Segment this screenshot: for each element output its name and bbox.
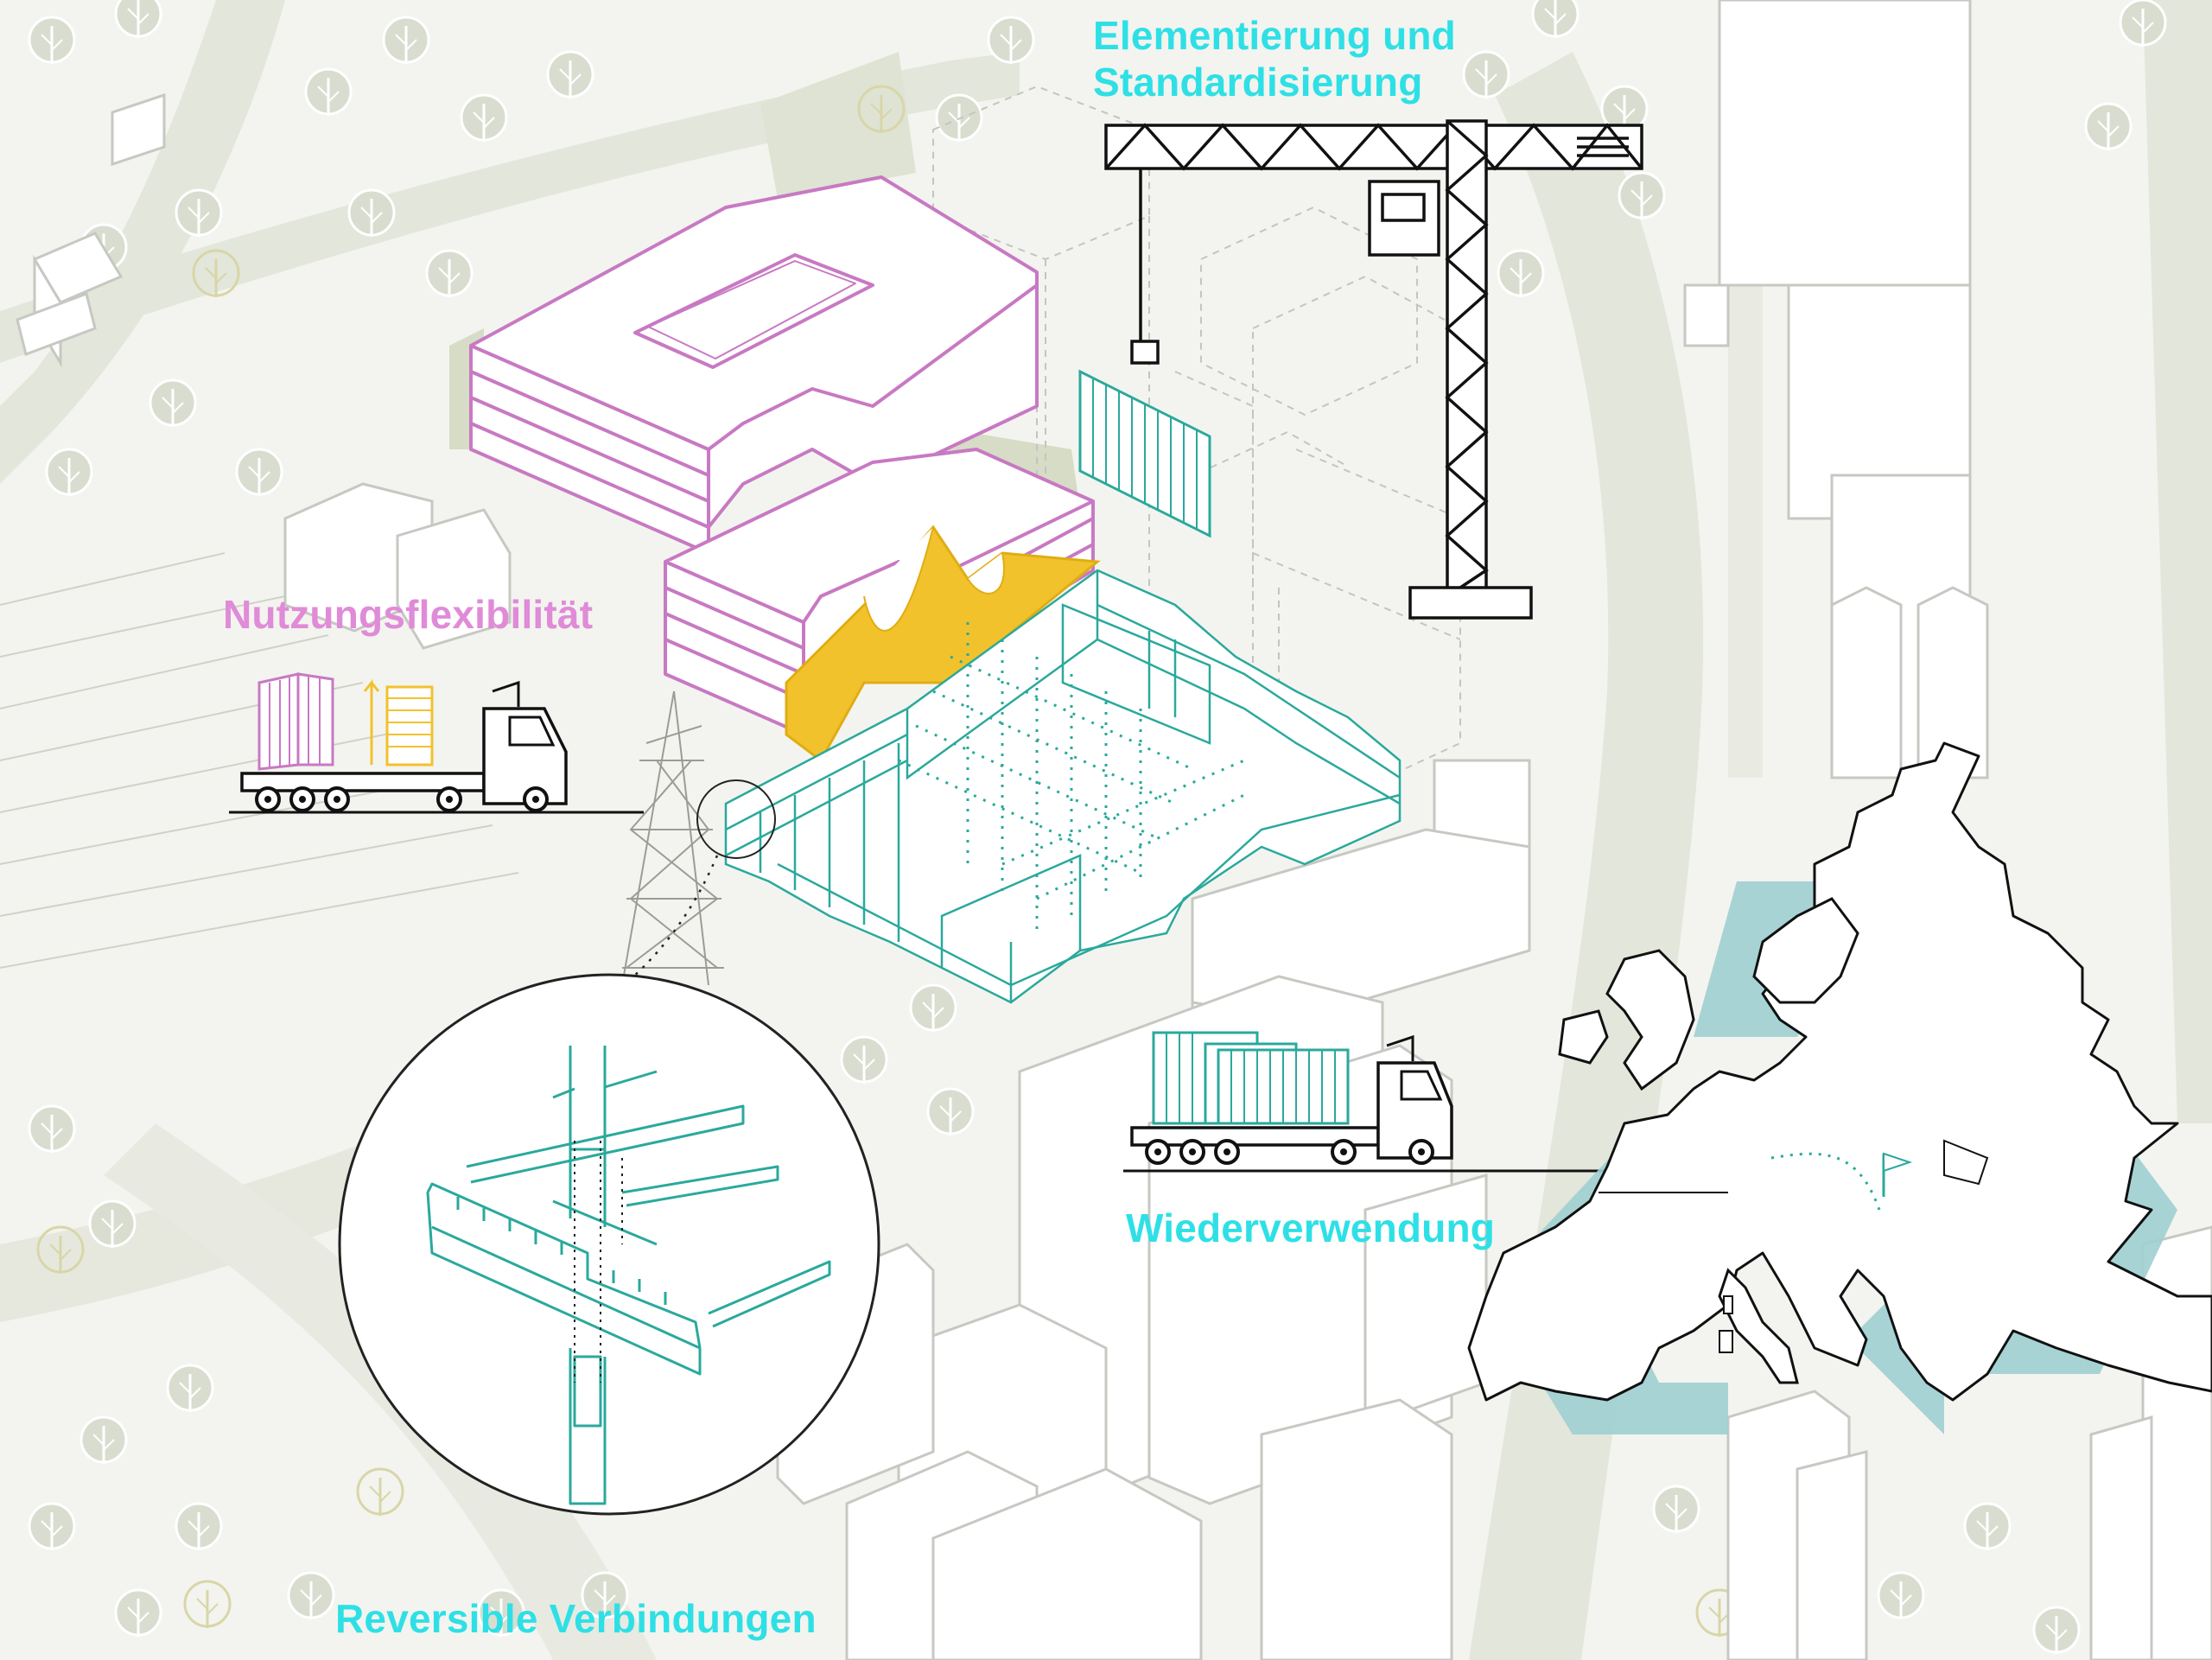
pink-flexible-building [469, 175, 1095, 736]
label-wiederverwendung: Wiederverwendung [1126, 1205, 1496, 1250]
truck-with-pink-panels-icon [229, 672, 644, 814]
label-elementierung-line-1: Elementierung und [1093, 13, 1456, 58]
tower-crane-icon [1104, 119, 1643, 620]
europe-map [1467, 741, 2212, 1402]
railway-tracks [0, 552, 519, 969]
label-elementierung-standardisierung: Elementierung und Standardisierung [1093, 12, 1456, 105]
joint-detail-magnifier [338, 973, 880, 1516]
label-reversible-verbindungen: Reversible Verbindungen [335, 1596, 817, 1641]
teal-modular-building [724, 569, 1402, 1004]
hanging-teal-panel [1078, 369, 1211, 538]
label-nutzungsflexibilitaet: Nutzungsflexibilität [223, 592, 594, 637]
yellow-membrane [785, 525, 1101, 763]
truck-with-teal-containers-icon [1123, 1031, 1724, 1173]
label-elementierung-line-2: Standardisierung [1093, 60, 1423, 105]
flag-icon [1882, 1152, 1913, 1197]
power-pylon-icon [621, 690, 724, 986]
